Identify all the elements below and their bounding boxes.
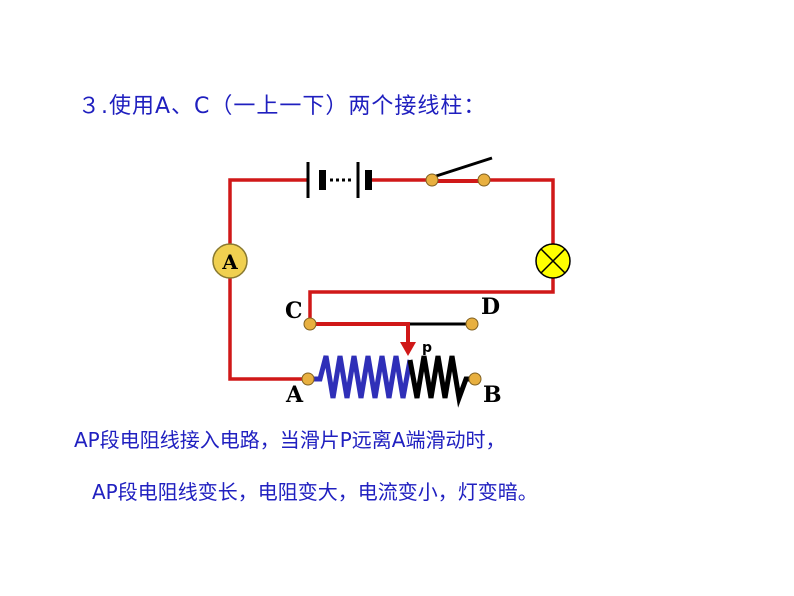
slider-p-label: p [422, 340, 432, 356]
terminal-d [465, 317, 479, 331]
battery-icon [306, 162, 372, 198]
inactive-coil-segment [407, 355, 474, 408]
slider-bar [303, 317, 479, 356]
terminal-d-label: D [481, 294, 500, 320]
terminal-b-label: B [483, 382, 502, 408]
terminal-a [301, 372, 315, 386]
circuit-wires [228, 178, 555, 381]
terminal-c-label: C [285, 298, 303, 324]
ammeter-icon: A [212, 243, 248, 279]
active-coil-segment [314, 355, 413, 399]
lamp-icon [535, 243, 571, 279]
terminal-b [468, 372, 482, 386]
explanation-line-1: AP段电阻线接入电路，当滑片P远离A端滑动时， [74, 428, 506, 452]
slider-arrow-icon [400, 342, 416, 356]
resistance-coil [301, 355, 482, 408]
switch-icon [425, 156, 493, 187]
terminal-c [303, 317, 317, 331]
ammeter-label: A [221, 250, 238, 274]
terminal-a-label: A [285, 382, 304, 408]
explanation-line-2: AP段电阻线变长，电阻变大，电流变小，灯变暗。 [92, 480, 538, 504]
section-heading: ３.使用A、C（一上一下）两个接线柱： [78, 94, 487, 119]
